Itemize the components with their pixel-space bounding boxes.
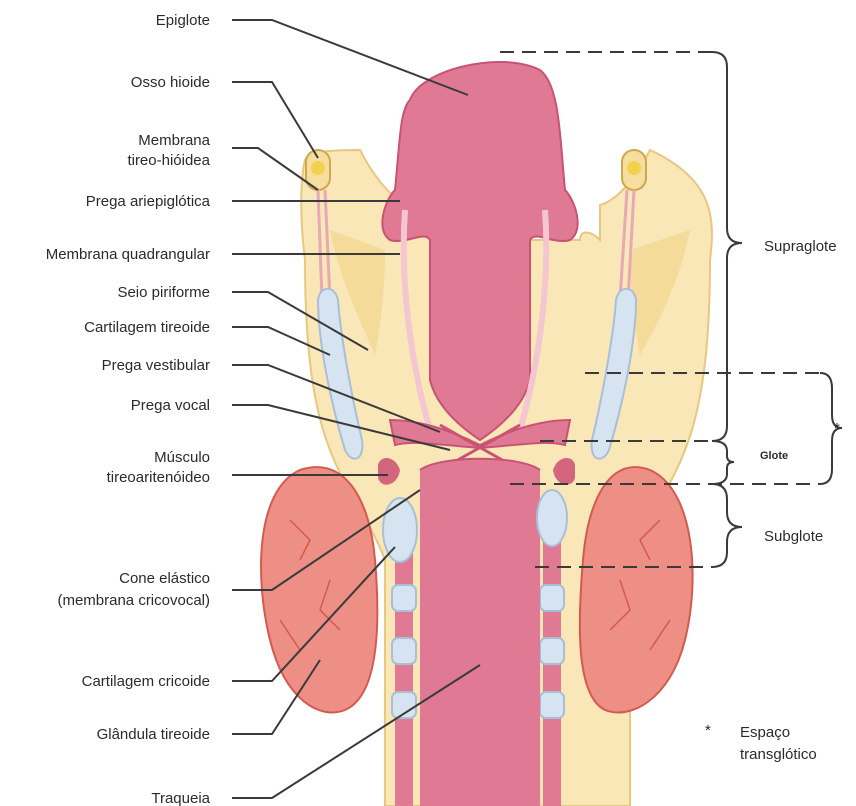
label-prega-vestibular: Prega vestibular: [102, 357, 210, 374]
label-cone-line1: Cone elástico: [119, 570, 210, 587]
label-musculo-line2: tireoaritenóideo: [107, 469, 210, 486]
thyroid-gland-right: [580, 467, 693, 712]
label-glote: Glote: [760, 450, 788, 462]
cone-elastic-left: [383, 498, 417, 562]
left-labels: Epiglote Osso hioide Membrana tireo-hiói…: [46, 12, 211, 806]
label-espaco-line1: Espaço: [740, 724, 790, 741]
label-membrana-quadrangular: Membrana quadrangular: [46, 246, 210, 263]
brace-supraglote: [712, 52, 742, 441]
asterisk-transglottic: *: [834, 420, 840, 437]
label-membrana-tireo-line2: tireo-hióidea: [127, 152, 210, 169]
label-prega-ariepiglotica: Prega ariepiglótica: [86, 193, 211, 210]
asterisk-legend: *: [705, 722, 711, 739]
label-supraglote: Supraglote: [764, 238, 837, 255]
label-glandula-tireoide: Glândula tireoide: [97, 726, 210, 743]
label-cartilagem-cricoide: Cartilagem cricoide: [82, 673, 210, 690]
brace-subglote: [712, 484, 742, 567]
thyroid-gland-left: [261, 467, 377, 712]
label-cone-line2: (membrana cricovocal): [57, 592, 210, 609]
label-osso-hioide: Osso hioide: [131, 74, 210, 91]
larynx-illustration: [261, 62, 712, 806]
label-espaco-line2: transglótico: [740, 746, 817, 763]
label-membrana-tireo-line1: Membrana: [138, 132, 210, 149]
label-cartilagem-tireoide: Cartilagem tireoide: [84, 319, 210, 336]
label-seio-piriforme: Seio piriforme: [117, 284, 210, 301]
label-prega-vocal: Prega vocal: [131, 397, 210, 414]
cone-elastic-right: [537, 490, 567, 546]
hyoid-right: [622, 150, 646, 190]
trachea-lumen: [420, 459, 540, 806]
brace-glote: [712, 441, 734, 484]
region-labels: Supraglote Glote Subglote * * Espaço tra…: [705, 238, 840, 763]
label-musculo-line1: Músculo: [154, 449, 210, 466]
label-traqueia: Traqueia: [151, 790, 210, 806]
label-epiglote: Epiglote: [156, 12, 210, 29]
label-subglote: Subglote: [764, 528, 823, 545]
